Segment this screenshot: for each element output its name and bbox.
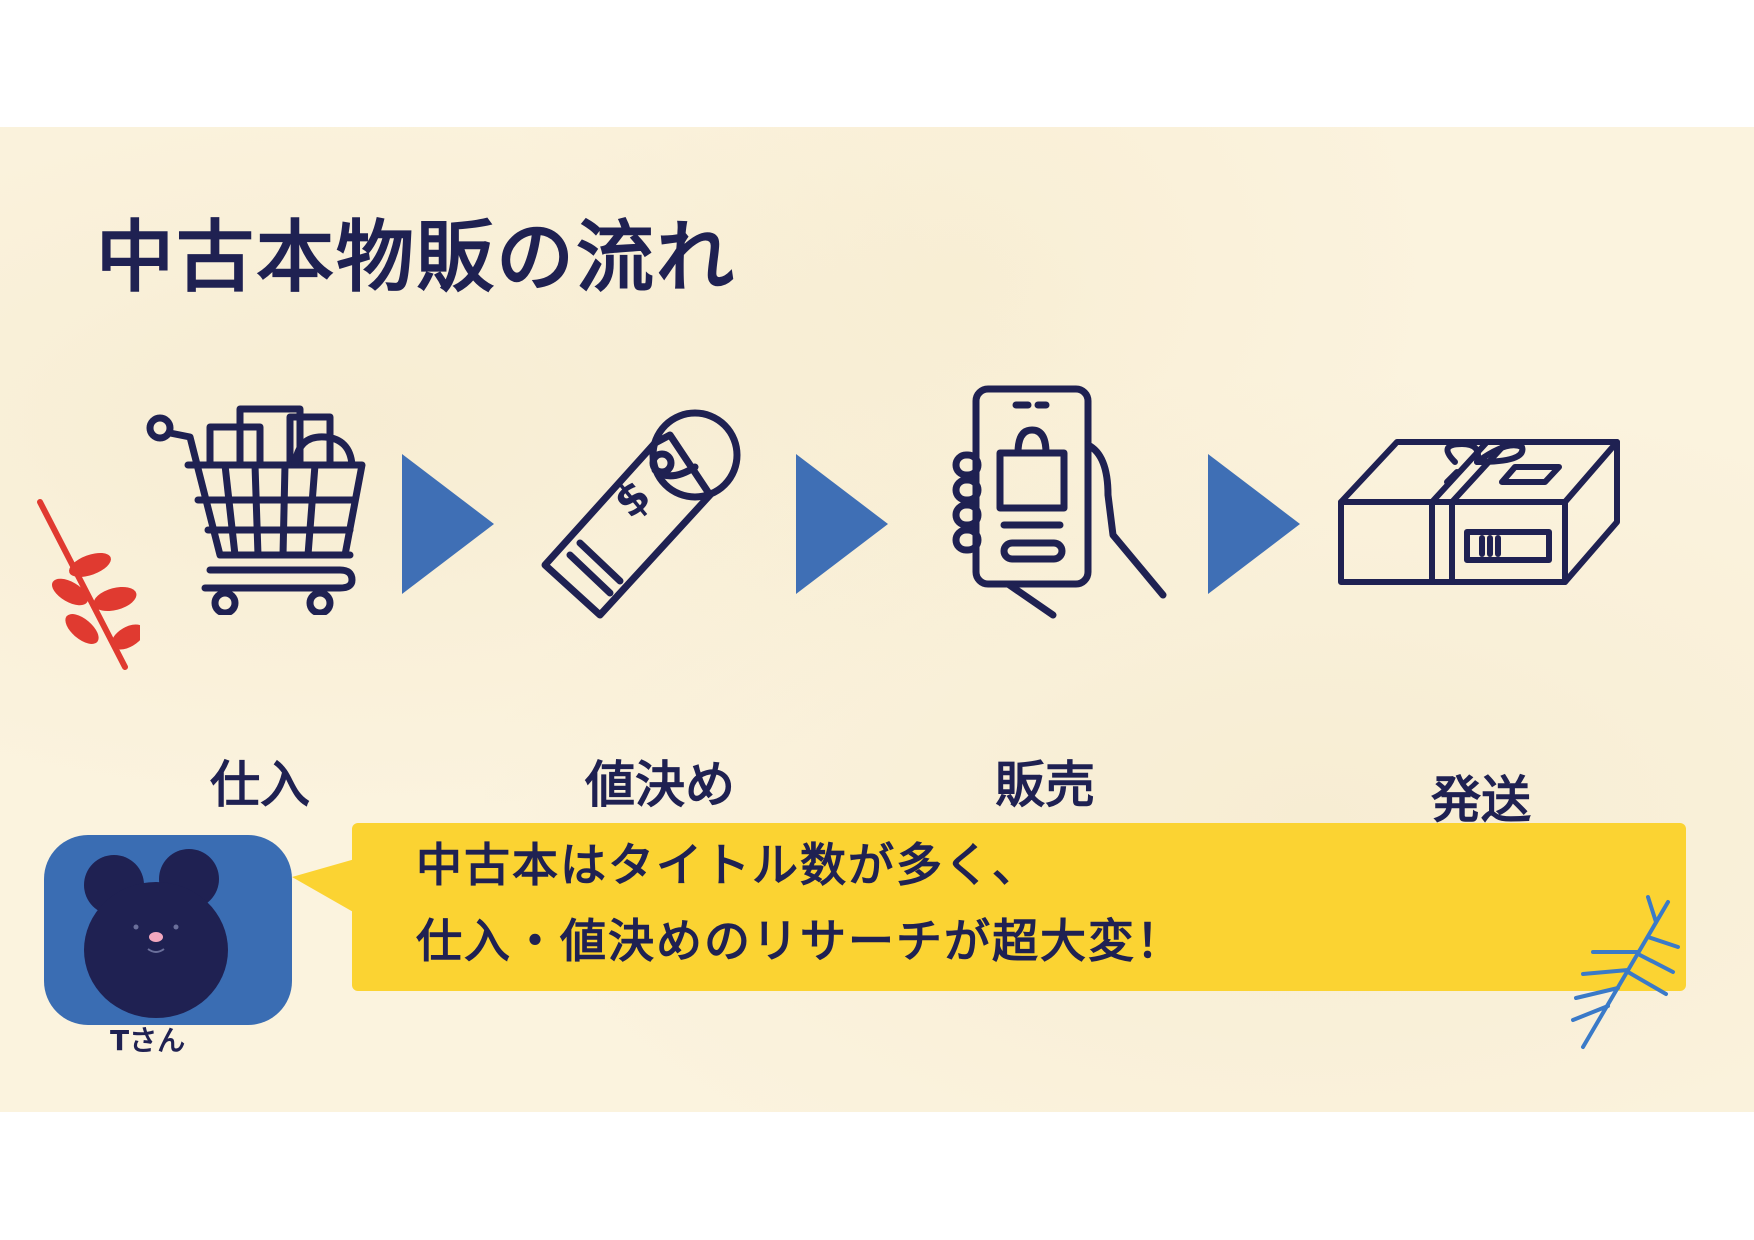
step-label: 値決め bbox=[585, 756, 735, 814]
step-label: 販売 bbox=[995, 756, 1095, 814]
speech-line-2: 仕入・値決めのリサーチが超大変！ bbox=[416, 914, 1184, 968]
slide: 中古本物販の流れ 仕入 bbox=[0, 127, 1754, 1112]
bear-avatar-icon bbox=[84, 849, 228, 1018]
speaker-name: Tさん bbox=[110, 1024, 186, 1057]
step-label: 仕入 bbox=[210, 756, 310, 814]
step-purchase: 仕入 bbox=[130, 405, 390, 825]
arrow-icon bbox=[1208, 454, 1300, 594]
avatar bbox=[44, 835, 292, 1025]
speech-bubble-tail bbox=[292, 857, 362, 917]
price-tag-icon: $ bbox=[541, 409, 741, 619]
arrow-icon bbox=[402, 454, 494, 594]
smartphone-shopping-icon bbox=[952, 385, 1167, 619]
step-pricing: $ 値決め bbox=[520, 405, 800, 825]
speech-bubble bbox=[352, 823, 1686, 991]
step-sales: 販売 bbox=[930, 385, 1190, 825]
arrow-icon bbox=[796, 454, 888, 594]
blue-leaf-decoration bbox=[1571, 895, 1680, 1049]
red-leaf-decoration bbox=[37, 499, 140, 670]
page-title: 中古本物販の流れ bbox=[96, 213, 737, 303]
shopping-cart-icon bbox=[146, 405, 366, 615]
step-label: 発送 bbox=[1431, 771, 1531, 829]
speech-line-1: 中古本はタイトル数が多く、 bbox=[416, 838, 1040, 892]
svg-text:$: $ bbox=[604, 470, 660, 529]
package-icon bbox=[1338, 439, 1620, 585]
step-shipping: 発送 bbox=[1335, 422, 1625, 832]
